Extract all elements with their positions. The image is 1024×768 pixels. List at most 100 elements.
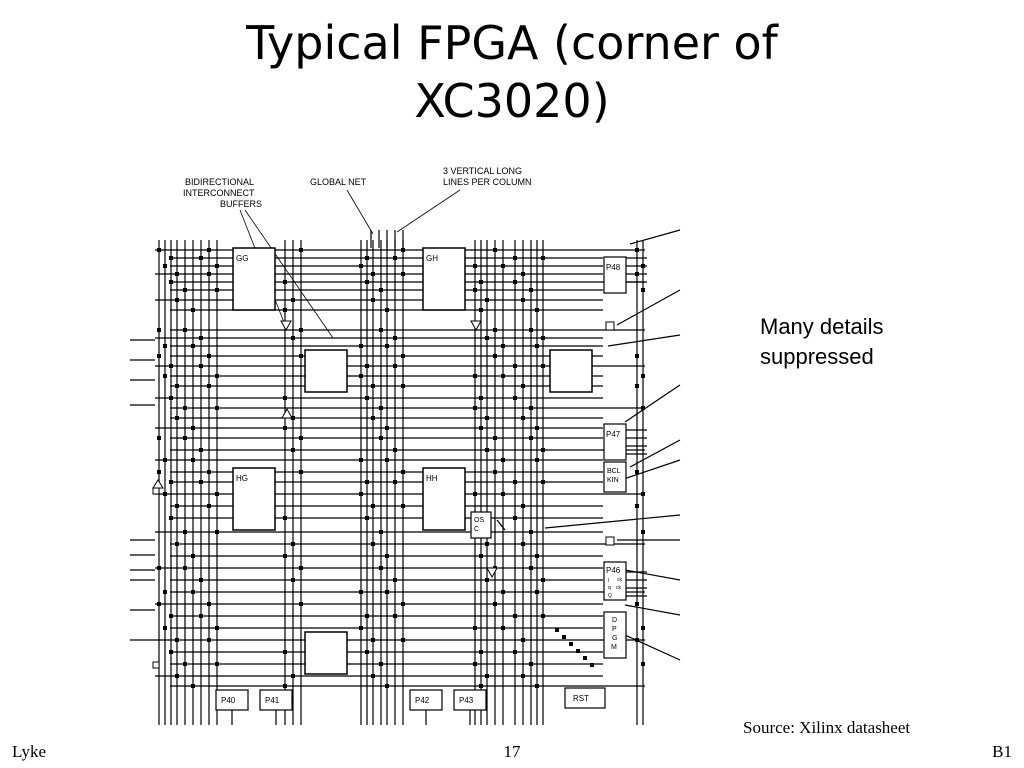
- switch-point: [365, 256, 369, 260]
- buffer-triangle-1: [280, 320, 292, 332]
- switch-point: [493, 328, 497, 332]
- switch-point: [393, 448, 397, 452]
- pad-p46: P46 I ck q ck Q: [603, 561, 627, 601]
- footer-section: B1: [992, 742, 1012, 761]
- switch-point: [541, 480, 545, 484]
- global-net-label: GLOBAL NET: [310, 177, 367, 187]
- switch-point: [641, 626, 645, 630]
- switch-point: [501, 458, 505, 462]
- global-net-arrow: [346, 189, 374, 235]
- switch-point: [513, 516, 517, 520]
- switch-point: [183, 328, 187, 332]
- switch-point: [157, 436, 161, 440]
- annotation-arrow: [624, 384, 681, 423]
- switch-point: [473, 288, 477, 292]
- switch-point: [207, 248, 211, 252]
- buffer-triangle-2: [470, 320, 482, 332]
- switch-point: [393, 256, 397, 260]
- long-lines-annotation: 3 VERTICAL LONG LINES PER COLUMN: [396, 166, 532, 233]
- switch-point: [215, 492, 219, 496]
- interconnect-wires: [130, 229, 681, 725]
- switch-point: [175, 272, 179, 276]
- open-pad-4: [152, 661, 160, 669]
- switch-point: [485, 416, 489, 420]
- switch-point: [635, 638, 639, 642]
- dpgm-label-4: M: [611, 644, 617, 651]
- switch-point: [641, 374, 645, 378]
- switch-point: [175, 542, 179, 546]
- switch-point: [175, 384, 179, 388]
- source-caption: Source: Xilinx datasheet: [743, 718, 911, 737]
- switch-point: [555, 628, 559, 632]
- switch-point: [493, 248, 497, 252]
- switch-point: [207, 470, 211, 474]
- buffers-label-line-2: INTERCONNECT: [183, 188, 255, 198]
- switch-point: [199, 364, 203, 368]
- switch-point: [473, 626, 477, 630]
- switch-point: [365, 650, 369, 654]
- switch-point: [191, 426, 195, 430]
- switch-point: [501, 344, 505, 348]
- switch-point: [169, 614, 173, 618]
- switch-point: [479, 396, 483, 400]
- switch-point: [169, 396, 173, 400]
- pad-rst-label: RST: [573, 694, 589, 703]
- switch-point: [215, 288, 219, 292]
- switch-point: [207, 384, 211, 388]
- switch-point: [183, 288, 187, 292]
- switch-point: [521, 416, 525, 420]
- switch-point: [299, 566, 303, 570]
- switch-point: [479, 426, 483, 430]
- switch-point: [401, 470, 405, 474]
- switch-point: [157, 470, 161, 474]
- switch-point: [641, 288, 645, 292]
- switch-point: [359, 374, 363, 378]
- switch-point: [513, 280, 517, 284]
- switch-point: [576, 649, 580, 653]
- switch-point: [359, 492, 363, 496]
- switch-point: [401, 638, 405, 642]
- switch-point: [521, 298, 525, 302]
- switch-point: [541, 614, 545, 618]
- p46-pin-3: q: [608, 585, 611, 591]
- clb-hh-label: HH: [426, 474, 438, 483]
- switch-point: [163, 492, 167, 496]
- switch-point: [283, 684, 287, 688]
- clb-gh: GH: [422, 247, 466, 311]
- switch-point: [479, 554, 483, 558]
- switch-point: [485, 578, 489, 582]
- switch-point: [590, 663, 594, 667]
- switch-point: [535, 308, 539, 312]
- switch-point: [379, 530, 383, 534]
- switch-point: [641, 662, 645, 666]
- switch-point: [379, 328, 383, 332]
- switch-point: [371, 638, 375, 642]
- switch-point: [379, 566, 383, 570]
- switch-point: [359, 590, 363, 594]
- switch-point: [493, 354, 497, 358]
- switch-point: [291, 578, 295, 582]
- open-pad-3: [152, 487, 160, 495]
- switch-point: [529, 662, 533, 666]
- bclkin-label-1: BCL: [607, 468, 621, 475]
- clb-hg-label: HG: [236, 474, 248, 483]
- switch-point: [529, 288, 533, 292]
- switch-point: [521, 638, 525, 642]
- pad-p43: P43: [453, 689, 487, 711]
- switch-point: [163, 264, 167, 268]
- switch-point: [513, 614, 517, 618]
- switch-point: [175, 674, 179, 678]
- clb-gg: GG: [232, 247, 276, 311]
- switch-point: [291, 336, 295, 340]
- pad-p47-label: P47: [606, 430, 621, 439]
- switch-point: [635, 354, 639, 358]
- osc-wire: [496, 519, 506, 531]
- switch-point: [365, 364, 369, 368]
- switch-point: [501, 374, 505, 378]
- switch-point: [365, 614, 369, 618]
- switch-point: [283, 308, 287, 312]
- switch-point: [535, 344, 539, 348]
- long-lines-label-line-1: 3 VERTICAL LONG: [443, 166, 522, 176]
- switch-point: [215, 406, 219, 410]
- switch-point: [535, 458, 539, 462]
